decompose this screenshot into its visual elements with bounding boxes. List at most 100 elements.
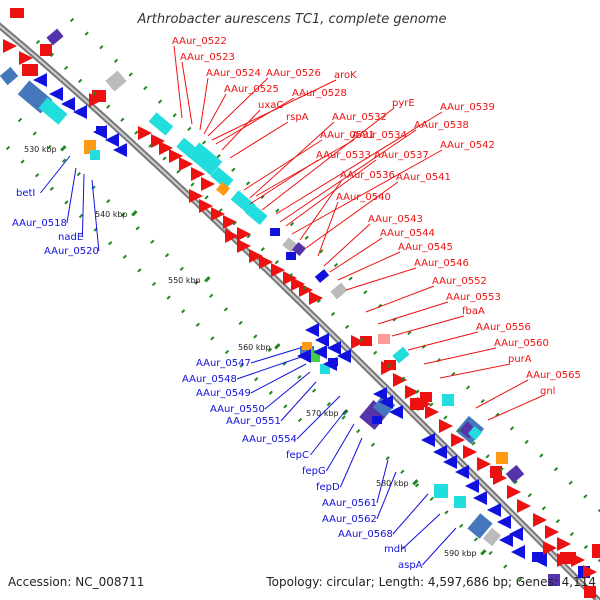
forward-gene-arrow[interactable] bbox=[199, 199, 213, 213]
forward-gene-label[interactable]: fbaA bbox=[462, 306, 485, 317]
forward-gene-label[interactable]: uxaC bbox=[258, 100, 283, 111]
reverse-gene-label[interactable]: aspA bbox=[398, 560, 423, 571]
forward-gene-arrow[interactable] bbox=[3, 39, 17, 53]
reverse-gene-arrow[interactable] bbox=[487, 503, 501, 517]
feature-block[interactable] bbox=[330, 282, 348, 300]
forward-gene-arrow[interactable] bbox=[201, 177, 215, 191]
reverse-gene-label[interactable]: AAur_0518 bbox=[12, 218, 67, 229]
forward-gene-arrow[interactable] bbox=[425, 405, 439, 419]
forward-gene-label[interactable]: AAur_0542 bbox=[440, 140, 495, 151]
forward-gene-arrow[interactable] bbox=[439, 419, 453, 433]
forward-gene-arrow[interactable] bbox=[249, 249, 263, 263]
feature-block[interactable] bbox=[270, 228, 280, 236]
feature-block[interactable] bbox=[467, 513, 493, 539]
forward-gene-label[interactable]: aroK bbox=[334, 70, 357, 81]
forward-gene-arrow[interactable] bbox=[545, 525, 559, 539]
reverse-gene-arrow[interactable] bbox=[327, 341, 341, 355]
forward-gene-arrow[interactable] bbox=[191, 167, 205, 181]
reverse-gene-arrow[interactable] bbox=[473, 491, 487, 505]
reverse-gene-arrow[interactable] bbox=[509, 527, 523, 541]
reverse-gene-label[interactable]: AAur_0549 bbox=[196, 388, 251, 399]
reverse-gene-arrow[interactable] bbox=[511, 545, 525, 559]
feature-block[interactable] bbox=[372, 416, 382, 424]
reverse-gene-arrow[interactable] bbox=[305, 323, 319, 337]
feature-block[interactable] bbox=[244, 202, 268, 226]
feature-block[interactable] bbox=[148, 112, 174, 136]
forward-gene-label[interactable]: AAur_0538 bbox=[414, 120, 469, 131]
forward-gene-arrow[interactable] bbox=[557, 537, 571, 551]
reverse-gene-label[interactable]: AAur_0562 bbox=[322, 514, 377, 525]
forward-gene-arrow[interactable] bbox=[271, 263, 285, 277]
forward-gene-arrow[interactable] bbox=[259, 255, 273, 269]
forward-gene-arrow[interactable] bbox=[179, 157, 193, 171]
reverse-gene-arrow[interactable] bbox=[373, 387, 387, 401]
feature-block[interactable] bbox=[482, 527, 502, 547]
forward-gene-arrow[interactable] bbox=[463, 445, 477, 459]
reverse-gene-arrow[interactable] bbox=[497, 515, 511, 529]
forward-gene-label[interactable]: rspA bbox=[286, 112, 309, 123]
reverse-gene-label[interactable]: AAur_0548 bbox=[182, 374, 237, 385]
feature-block[interactable] bbox=[442, 394, 454, 406]
forward-gene-label[interactable]: AAur_0546 bbox=[414, 258, 469, 269]
forward-gene-arrow[interactable] bbox=[393, 373, 407, 387]
reverse-gene-arrow[interactable] bbox=[465, 479, 479, 493]
feature-block[interactable] bbox=[392, 346, 410, 364]
reverse-gene-label[interactable]: mdh bbox=[384, 544, 406, 555]
forward-gene-arrow[interactable] bbox=[493, 471, 507, 485]
forward-gene-label[interactable]: AAur_0565 bbox=[526, 370, 581, 381]
reverse-gene-label[interactable]: AAur_0568 bbox=[338, 529, 393, 540]
forward-gene-label[interactable]: AAur_0533 bbox=[316, 150, 371, 161]
forward-gene-arrow[interactable] bbox=[533, 513, 547, 527]
reverse-gene-label[interactable]: AAur_0550 bbox=[210, 404, 265, 415]
forward-gene-arrow[interactable] bbox=[309, 291, 323, 305]
forward-gene-label[interactable]: AAur_0528 bbox=[292, 88, 347, 99]
feature-block[interactable] bbox=[496, 452, 508, 464]
feature-block[interactable] bbox=[286, 252, 296, 260]
forward-gene-arrow[interactable] bbox=[138, 126, 152, 140]
feature-block[interactable] bbox=[187, 142, 223, 176]
reverse-gene-arrow[interactable] bbox=[337, 349, 351, 363]
forward-gene-arrow[interactable] bbox=[159, 141, 173, 155]
reverse-gene-label[interactable]: nadE bbox=[58, 232, 83, 243]
forward-gene-arrow[interactable] bbox=[237, 239, 251, 253]
forward-gene-label[interactable]: AAur_0532 bbox=[332, 112, 387, 123]
forward-gene-arrow[interactable] bbox=[189, 189, 203, 203]
forward-gene-arrow[interactable] bbox=[211, 207, 225, 221]
reverse-gene-arrow[interactable] bbox=[389, 405, 403, 419]
forward-gene-arrow[interactable] bbox=[381, 361, 395, 375]
feature-block[interactable] bbox=[505, 464, 525, 484]
reverse-gene-label[interactable]: fepG bbox=[302, 466, 326, 477]
feature-block[interactable] bbox=[592, 544, 600, 558]
forward-gene-label[interactable]: AAur_0539 bbox=[440, 102, 495, 113]
forward-gene-label[interactable]: AAur_0541 bbox=[396, 172, 451, 183]
feature-block[interactable] bbox=[360, 336, 372, 346]
reverse-gene-arrow[interactable] bbox=[323, 357, 337, 371]
feature-block[interactable] bbox=[215, 181, 231, 197]
feature-block[interactable] bbox=[378, 334, 390, 344]
forward-gene-label[interactable]: AAur_0522 bbox=[172, 36, 227, 47]
forward-gene-arrow[interactable] bbox=[89, 93, 103, 107]
forward-gene-label[interactable]: AAur_0526 bbox=[266, 68, 321, 79]
forward-gene-label[interactable]: pyrE bbox=[392, 98, 415, 109]
forward-gene-label[interactable]: AAur_0544 bbox=[380, 228, 435, 239]
forward-gene-arrow[interactable] bbox=[571, 553, 585, 567]
feature-block[interactable] bbox=[548, 574, 560, 586]
reverse-gene-arrow[interactable] bbox=[113, 143, 127, 157]
feature-block[interactable] bbox=[314, 269, 330, 283]
forward-gene-label[interactable]: AAur_0553 bbox=[446, 292, 501, 303]
reverse-gene-arrow[interactable] bbox=[421, 433, 435, 447]
reverse-gene-arrow[interactable] bbox=[533, 553, 547, 567]
forward-gene-label[interactable]: AAur_0540 bbox=[336, 192, 391, 203]
reverse-gene-arrow[interactable] bbox=[443, 455, 457, 469]
reverse-gene-arrow[interactable] bbox=[315, 333, 329, 347]
reverse-gene-label[interactable]: fepC bbox=[286, 450, 309, 461]
forward-gene-arrow[interactable] bbox=[283, 271, 297, 285]
forward-gene-label[interactable]: AAur_0531 bbox=[320, 130, 375, 141]
forward-gene-arrow[interactable] bbox=[405, 385, 419, 399]
forward-gene-label[interactable]: AAur_0523 bbox=[180, 52, 235, 63]
forward-gene-arrow[interactable] bbox=[417, 397, 431, 411]
forward-gene-arrow[interactable] bbox=[543, 541, 557, 555]
forward-gene-label[interactable]: gnl bbox=[540, 386, 555, 397]
reverse-gene-arrow[interactable] bbox=[313, 345, 327, 359]
forward-gene-arrow[interactable] bbox=[451, 433, 465, 447]
